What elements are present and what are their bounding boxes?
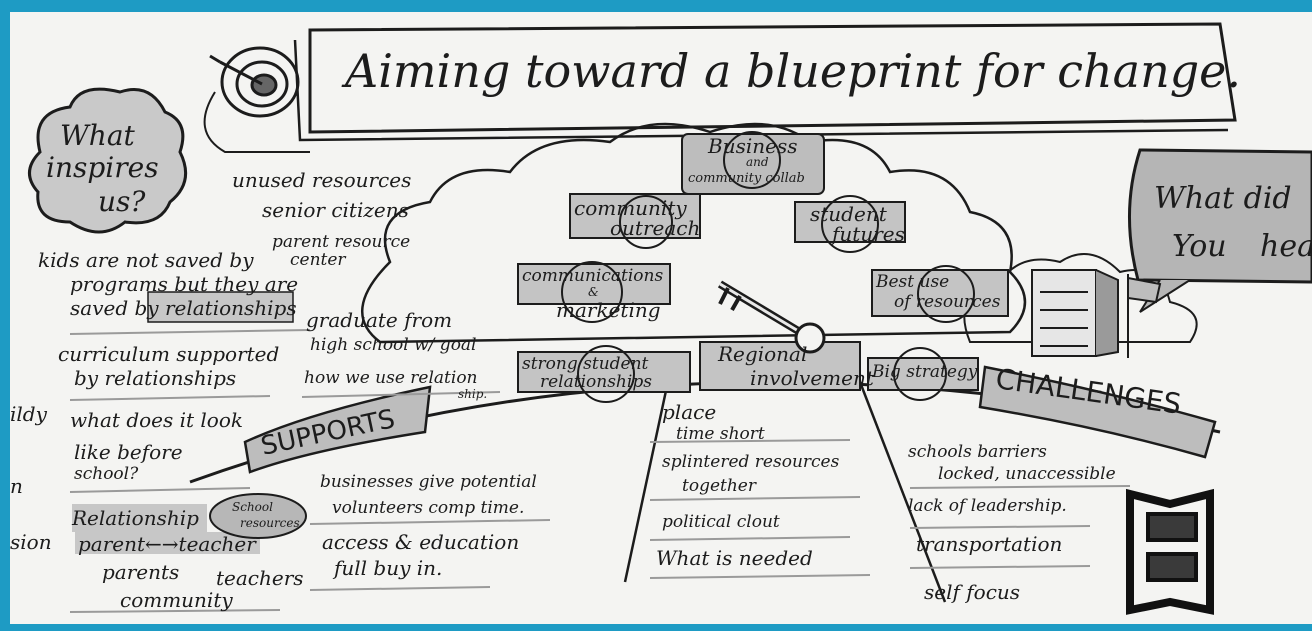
school-resources-2: resources — [240, 516, 300, 530]
business-box — [681, 133, 825, 195]
challenges-leadership: lack of leadership. — [908, 496, 1067, 516]
inspires-item3-line1: what does it look — [70, 408, 244, 432]
parent-center-2: center — [290, 250, 346, 270]
page-title: Aiming toward a blueprint for change. — [345, 44, 1241, 98]
supports-access-2: full buy in. — [334, 556, 443, 580]
student-futures-box — [794, 201, 906, 243]
business-label: Business — [708, 134, 798, 158]
parents-label: parents — [102, 560, 180, 584]
business-and: and — [746, 155, 769, 169]
logo-icon — [1126, 488, 1214, 615]
regional-splintered-1: splintered resources — [662, 452, 840, 472]
parent-teacher: parent←→teacher — [78, 532, 256, 556]
relationship-label: Relationship — [72, 506, 199, 530]
graduate-2: high school w/ goal — [310, 335, 477, 355]
best-use-1: Best use — [876, 272, 950, 292]
communications-1: communications — [522, 266, 664, 286]
regional-place: place — [662, 400, 717, 424]
inspires-item1-line2: programs but they are — [70, 272, 299, 296]
senior-citizens: senior citizens — [262, 198, 409, 222]
inspires-item3-line2: like before — [74, 440, 183, 464]
big-strategy-box — [867, 357, 979, 391]
drawing-layer — [28, 22, 1312, 615]
business-collab: community collab — [688, 171, 805, 186]
inspires-item2-line1: curriculum supported — [58, 342, 280, 366]
communications-2: & — [588, 285, 599, 299]
community-label: community — [120, 588, 233, 612]
inspires-item1-line3: saved by relationships — [70, 296, 297, 320]
how-relation-1: how we use relation — [304, 368, 478, 388]
building-icon — [1031, 269, 1162, 358]
inspires-item1-line1: kids are not saved by — [38, 248, 254, 272]
challenges-barriers-2: locked, unaccessible — [938, 464, 1116, 484]
supports-businesses-2: volunteers comp time. — [332, 498, 525, 518]
student-futures-2: futures — [832, 222, 905, 246]
community-outreach-1: community — [574, 196, 687, 220]
parent-center-1: parent resource — [272, 232, 411, 252]
target-icon — [209, 46, 300, 118]
heard-line1: What did — [1154, 181, 1292, 216]
inspires-item3-line3: school? — [74, 464, 139, 484]
edge-fragment-2: n — [10, 474, 23, 498]
whiteboard-poster: Aiming toward a blueprint for change. Wh… — [10, 12, 1312, 624]
challenges-banner — [978, 365, 1217, 459]
inspires-heading-1: What — [60, 119, 135, 152]
best-use-box — [871, 269, 1009, 317]
challenges-transportation: transportation — [916, 532, 1063, 556]
community-outreach-2: outreach — [610, 216, 701, 240]
title-banner — [308, 22, 1237, 134]
strong-student-1: strong student — [522, 354, 649, 374]
teachers-label: teachers — [216, 566, 304, 590]
best-use-2: of resources — [894, 292, 1001, 312]
supports-banner — [243, 385, 432, 474]
regional-splintered-2: together — [682, 476, 756, 496]
regional-needed: What is needed — [656, 546, 813, 570]
community-outreach-box — [569, 193, 701, 239]
student-futures-1: student — [810, 202, 887, 226]
how-relation-2: ship. — [458, 387, 488, 401]
strong-student-box — [517, 351, 691, 393]
graduate-1: graduate from — [306, 308, 453, 332]
inspires-heading-2: inspires — [46, 151, 159, 184]
regional-box — [699, 341, 861, 391]
regional-time-short: time short — [676, 424, 765, 444]
supports-access-1: access & education — [322, 530, 520, 554]
big-strategy: Big strategy — [872, 362, 978, 382]
regional-1: Regional — [718, 342, 808, 366]
supports-businesses-1: businesses give potential — [320, 472, 537, 492]
challenges-barriers-1: schools barriers — [908, 442, 1047, 462]
unused-resources: unused resources — [232, 168, 412, 192]
edge-fragment-1: ildy — [10, 402, 47, 426]
inspires-item2-line2: by relationships — [74, 366, 237, 390]
heard-line3: hea — [1260, 229, 1312, 264]
communications-3: marketing — [556, 298, 661, 322]
edge-fragment-3: sion — [10, 530, 52, 554]
inspires-cloud — [28, 87, 188, 234]
school-resources-1: School — [232, 500, 273, 514]
regional-2: involvement — [750, 366, 874, 390]
challenges-self-focus: self focus — [924, 580, 1021, 604]
strong-student-2: relationships — [540, 372, 652, 392]
heard-line2: You — [1172, 229, 1227, 264]
communications-box — [517, 263, 671, 305]
key-icon — [717, 280, 826, 354]
inspires-heading-3: us? — [98, 185, 146, 218]
regional-political: political clout — [662, 512, 780, 532]
